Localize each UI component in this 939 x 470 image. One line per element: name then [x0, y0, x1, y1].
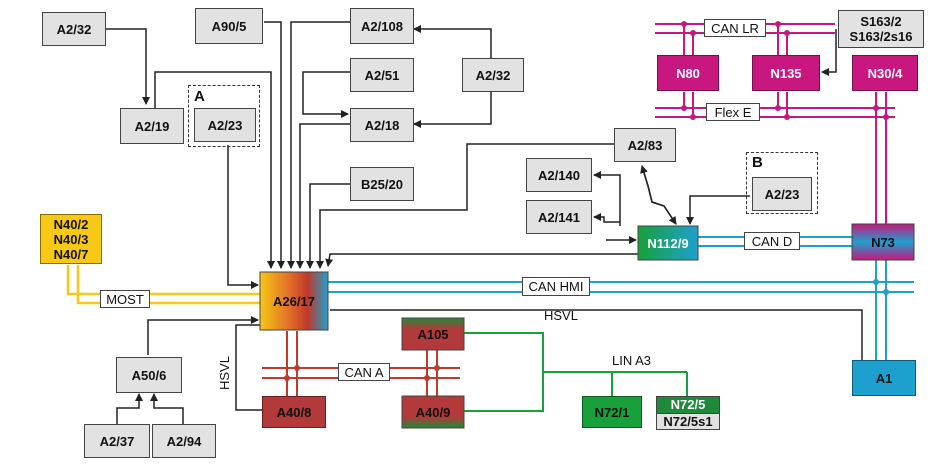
- node-a26-17: A26/17: [273, 293, 315, 309]
- n72-5s1-label: N72/5s1: [657, 412, 719, 429]
- node-a2-108: A2/108: [350, 8, 414, 44]
- node-n30-4: N30/4: [852, 55, 918, 91]
- node-a2-32-left: A2/32: [42, 12, 106, 46]
- n40-line-2: N40/3: [53, 231, 89, 247]
- bus-hsvl-horizontal: HSVL: [544, 308, 578, 323]
- signal-arrows: [106, 21, 837, 424]
- node-n80: N80: [657, 55, 719, 91]
- group-a-frame: [188, 85, 260, 147]
- group-a-label: A: [194, 88, 205, 105]
- node-b25-20: B25/20: [350, 167, 414, 201]
- bus-can-hmi: CAN HMI: [522, 277, 590, 296]
- n40-line-3: N40/7: [53, 246, 89, 262]
- bus-most: MOST: [100, 290, 150, 308]
- s163-line-1: S163/2: [860, 14, 902, 29]
- node-a2-141: A2/141: [526, 200, 592, 234]
- bus-can-a: CAN A: [338, 363, 390, 381]
- group-b-label: B: [752, 154, 763, 171]
- bus-can-lr: CAN LR: [704, 19, 766, 37]
- bus-flex-e: Flex E: [706, 103, 760, 121]
- most-bus: [66, 265, 260, 305]
- node-n135: N135: [752, 55, 820, 91]
- node-n72-1: N72/1: [582, 396, 642, 428]
- node-a2-83: A2/83: [614, 128, 676, 162]
- node-a2-140: A2/140: [526, 158, 592, 192]
- n72-5-label: N72/5: [657, 397, 719, 413]
- n40-line-1: N40/2: [53, 216, 89, 232]
- bus-can-d: CAN D: [744, 232, 800, 250]
- node-s163: S163/2 S163/2s16: [838, 10, 924, 48]
- lin-a3-bus: [464, 332, 688, 412]
- node-a2-51: A2/51: [350, 58, 414, 92]
- node-a2-23-a: A2/23: [194, 108, 256, 142]
- node-a2-94: A2/94: [152, 424, 216, 458]
- node-n40: N40/2 N40/3 N40/7: [40, 214, 102, 264]
- bus-lin-a3: LIN A3: [612, 353, 652, 368]
- node-a2-18: A2/18: [350, 108, 414, 142]
- node-a40-8: A40/8: [262, 396, 326, 428]
- node-a2-37: A2/37: [84, 424, 150, 458]
- node-a2-32-right: A2/32: [462, 58, 524, 92]
- node-n72-5: N72/5 N72/5s1: [656, 396, 720, 430]
- can-hmi-bus: [328, 260, 914, 360]
- group-b-frame: [746, 152, 818, 214]
- node-n73: N73: [871, 234, 895, 250]
- node-a2-23-b: A2/23: [752, 177, 812, 211]
- node-a40-9: A40/9: [415, 404, 451, 420]
- node-a50-6: A50/6: [116, 357, 182, 393]
- node-a2-19: A2/19: [120, 108, 184, 144]
- bus-hsvl-vertical: HSVL: [217, 356, 232, 390]
- node-n112-9: N112/9: [647, 235, 689, 251]
- s163-line-2: S163/2s16: [849, 29, 913, 44]
- node-a1: A1: [852, 360, 916, 396]
- node-a105: A105: [417, 326, 449, 342]
- hsvl-lines: [235, 309, 863, 411]
- node-a90-5: A90/5: [195, 8, 263, 44]
